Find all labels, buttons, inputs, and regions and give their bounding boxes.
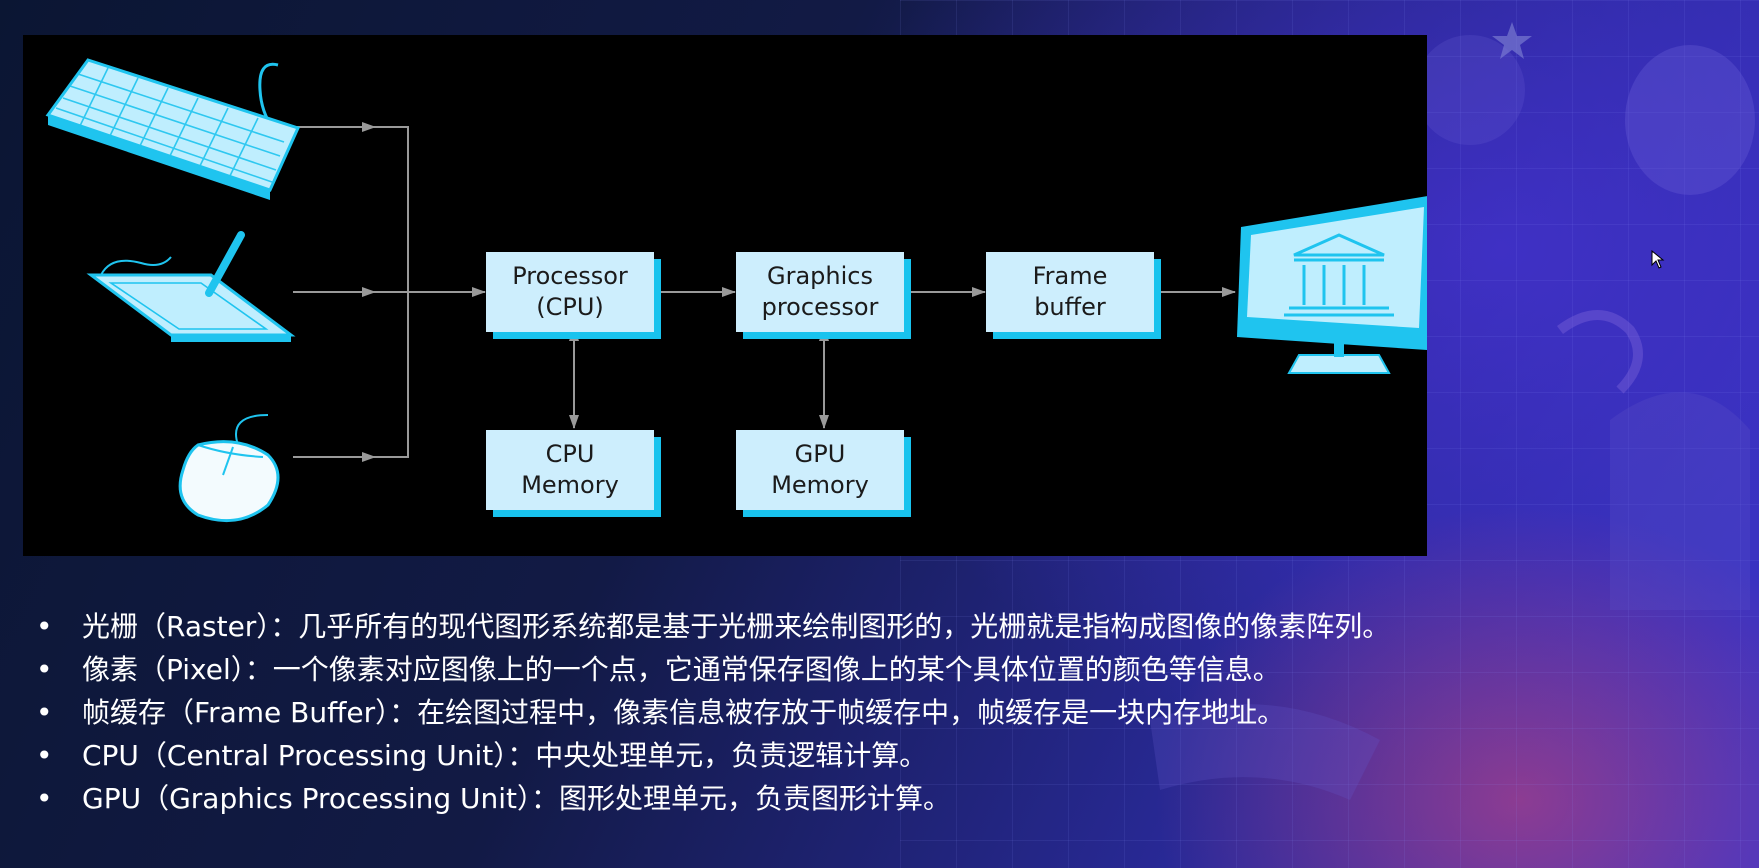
deco-shape [1415,35,1525,145]
graphics-system-diagram [45,58,1427,523]
frame-buffer-block: Frame buffer [986,252,1154,332]
graphics-processor-block: Graphics processor [736,252,904,332]
processor-cpu-block: Processor (CPU) [486,252,654,332]
mouse-cursor-icon [1651,250,1665,269]
deco-shape [1610,392,1750,610]
block-label-line2: (CPU) [536,293,604,321]
definition-list: • 光栅（Raster）：几乎所有的现代图形系统都是基于光栅来绘制图形的，光栅就是… [30,605,1390,820]
block-label-line2: Memory [771,471,869,499]
input-arrows [293,122,1236,462]
deco-shape [1557,310,1643,394]
bullet-marker: • [36,696,53,729]
bullet-marker: • [36,739,53,772]
bullet-marker: • [36,782,53,815]
bullet-marker: • [36,653,53,686]
monitor-icon [1237,196,1427,374]
list-item: • 光栅（Raster）：几乎所有的现代图形系统都是基于光栅来绘制图形的，光栅就是… [30,605,1390,648]
keyboard-icon [45,58,301,200]
list-item-text: 光栅（Raster）：几乎所有的现代图形系统都是基于光栅来绘制图形的，光栅就是指… [82,610,1391,643]
block-label-line1: Graphics [767,262,873,290]
bank-building-icon [1284,233,1394,317]
graphics-tablet-icon [86,231,296,342]
list-item-text: GPU（Graphics Processing Unit）：图形处理单元，负责图… [82,782,952,815]
bullet-marker: • [36,610,53,643]
block-label-line1: CPU [545,440,595,468]
list-item-text: CPU（Central Processing Unit）：中央处理单元，负责逻辑… [82,739,928,772]
list-item: • GPU（Graphics Processing Unit）：图形处理单元，负责… [30,777,1390,820]
block-label-line1: Processor [512,262,628,290]
block-label-line2: buffer [1034,293,1106,321]
list-item: • 像素（Pixel）：一个像素对应图像上的一个点，它通常保存图像上的某个具体位置… [30,648,1390,691]
list-item-text: 帧缓存（Frame Buffer）：在绘图过程中，像素信息被存放于帧缓存中，帧缓… [82,696,1286,729]
block-label-line1: Frame [1032,262,1108,290]
cpu-memory-block: CPU Memory [486,430,654,510]
block-label-line1: GPU [794,440,846,468]
list-item: • 帧缓存（Frame Buffer）：在绘图过程中，像素信息被存放于帧缓存中，帧… [30,691,1390,734]
gpu-memory-block: GPU Memory [736,430,904,510]
diagram-panel: Processor (CPU) Graphics processor Frame… [23,35,1427,556]
list-item: • CPU（Central Processing Unit）：中央处理单元，负责逻… [30,734,1390,777]
deco-shape [1625,45,1755,195]
block-label-line2: Memory [521,471,619,499]
star-icon [1492,22,1532,59]
deco-shape [1150,704,1380,800]
block-label-line2: processor [761,293,879,321]
mouse-icon [178,414,280,523]
list-item-text: 像素（Pixel）：一个像素对应图像上的一个点，它通常保存图像上的某个具体位置的… [82,653,1281,686]
